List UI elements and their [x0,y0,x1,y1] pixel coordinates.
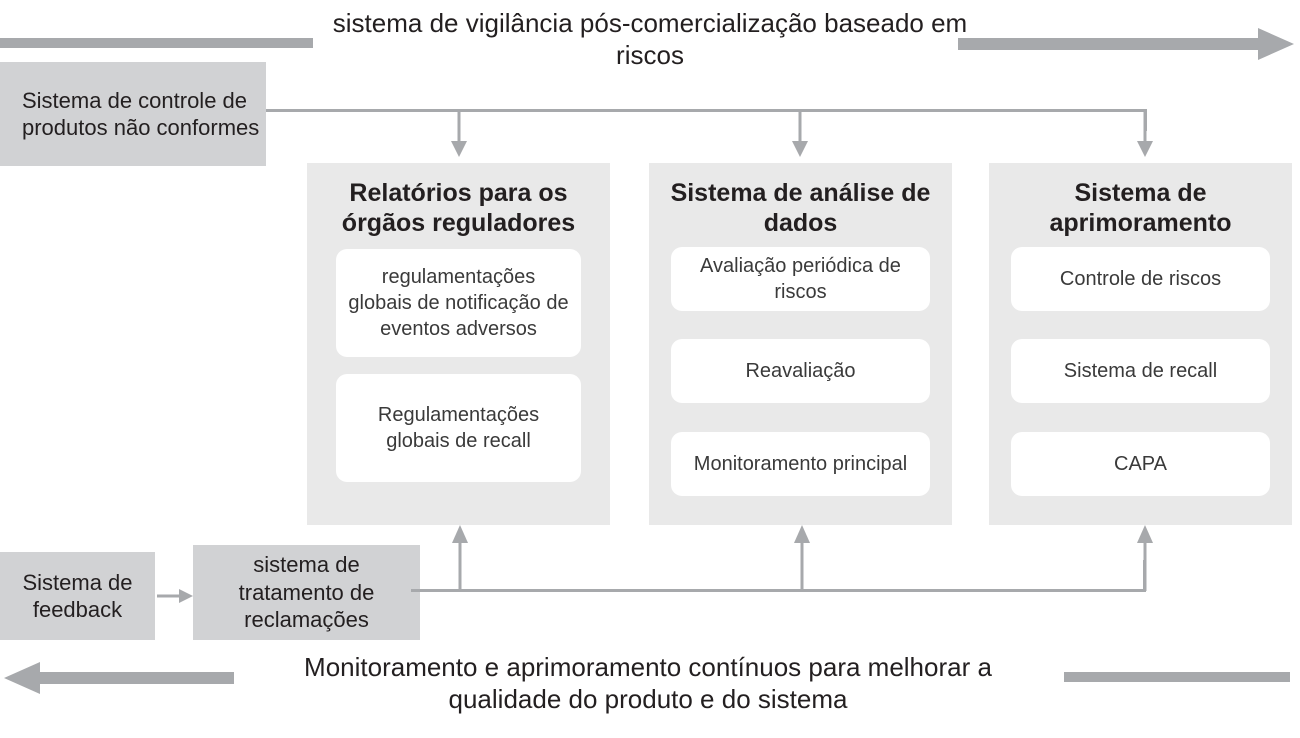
complaints-box-label: sistema de tratamento de reclamações [238,552,375,633]
card-analise-0[interactable]: Avaliação periódica de riscos [671,247,930,311]
arrow-down-to-analise [790,109,810,157]
panel-analise-title: Sistema de análise de dados [670,179,931,237]
panel-aprimoramento-title: Sistema de aprimoramento [1049,179,1232,237]
bottom-connector-trunk [411,589,1146,592]
panel-relatorios[interactable]: Relatórios para os órgãos reguladores re… [307,163,610,525]
arrow-down-to-aprimoramento [1135,109,1155,157]
source-box-label: Sistema de controle de produtos não conf… [22,87,260,141]
bottom-banner-caption: Monitoramento e aprimoramento contínuos … [304,652,992,714]
top-left-bar [0,38,313,48]
arrow-up-from-complaints-to-analise [792,525,812,591]
card-analise-2[interactable]: Monitoramento principal [671,432,930,496]
panel-analise[interactable]: Sistema de análise de dados Avaliação pe… [649,163,952,525]
card-relatorios-0[interactable]: regulamentações globais de notificação d… [336,249,581,357]
card-relatorios-1[interactable]: Regulamentações globais de recall [336,374,581,482]
panel-relatorios-title: Relatórios para os órgãos reguladores [341,179,576,237]
card-aprimoramento-2[interactable]: CAPA [1011,432,1270,496]
complaints-box[interactable]: sistema de tratamento de reclamações [193,545,420,640]
arrow-feedback-to-complaints [157,586,193,606]
card-aprimoramento-1[interactable]: Sistema de recall [1011,339,1270,403]
arrow-up-from-complaints-to-aprimoramento [1135,525,1155,591]
feedback-box-label: Sistema de feedback [22,569,133,623]
top-connector-trunk [266,109,1146,112]
card-analise-1[interactable]: Reavaliação [671,339,930,403]
bottom-left-arrow [4,662,234,694]
panel-aprimoramento[interactable]: Sistema de aprimoramento Controle de ris… [989,163,1292,525]
source-box-nonconforming-products[interactable]: Sistema de controle de produtos não conf… [0,62,266,166]
bottom-right-bar [1064,672,1290,682]
arrow-up-from-complaints-to-relatorios [450,525,470,591]
arrow-down-to-relatorios [449,109,469,157]
card-aprimoramento-0[interactable]: Controle de riscos [1011,247,1270,311]
top-banner-caption: sistema de vigilância pós-comercializaçã… [332,8,968,70]
top-right-arrow [958,28,1294,60]
feedback-box[interactable]: Sistema de feedback [0,552,155,640]
